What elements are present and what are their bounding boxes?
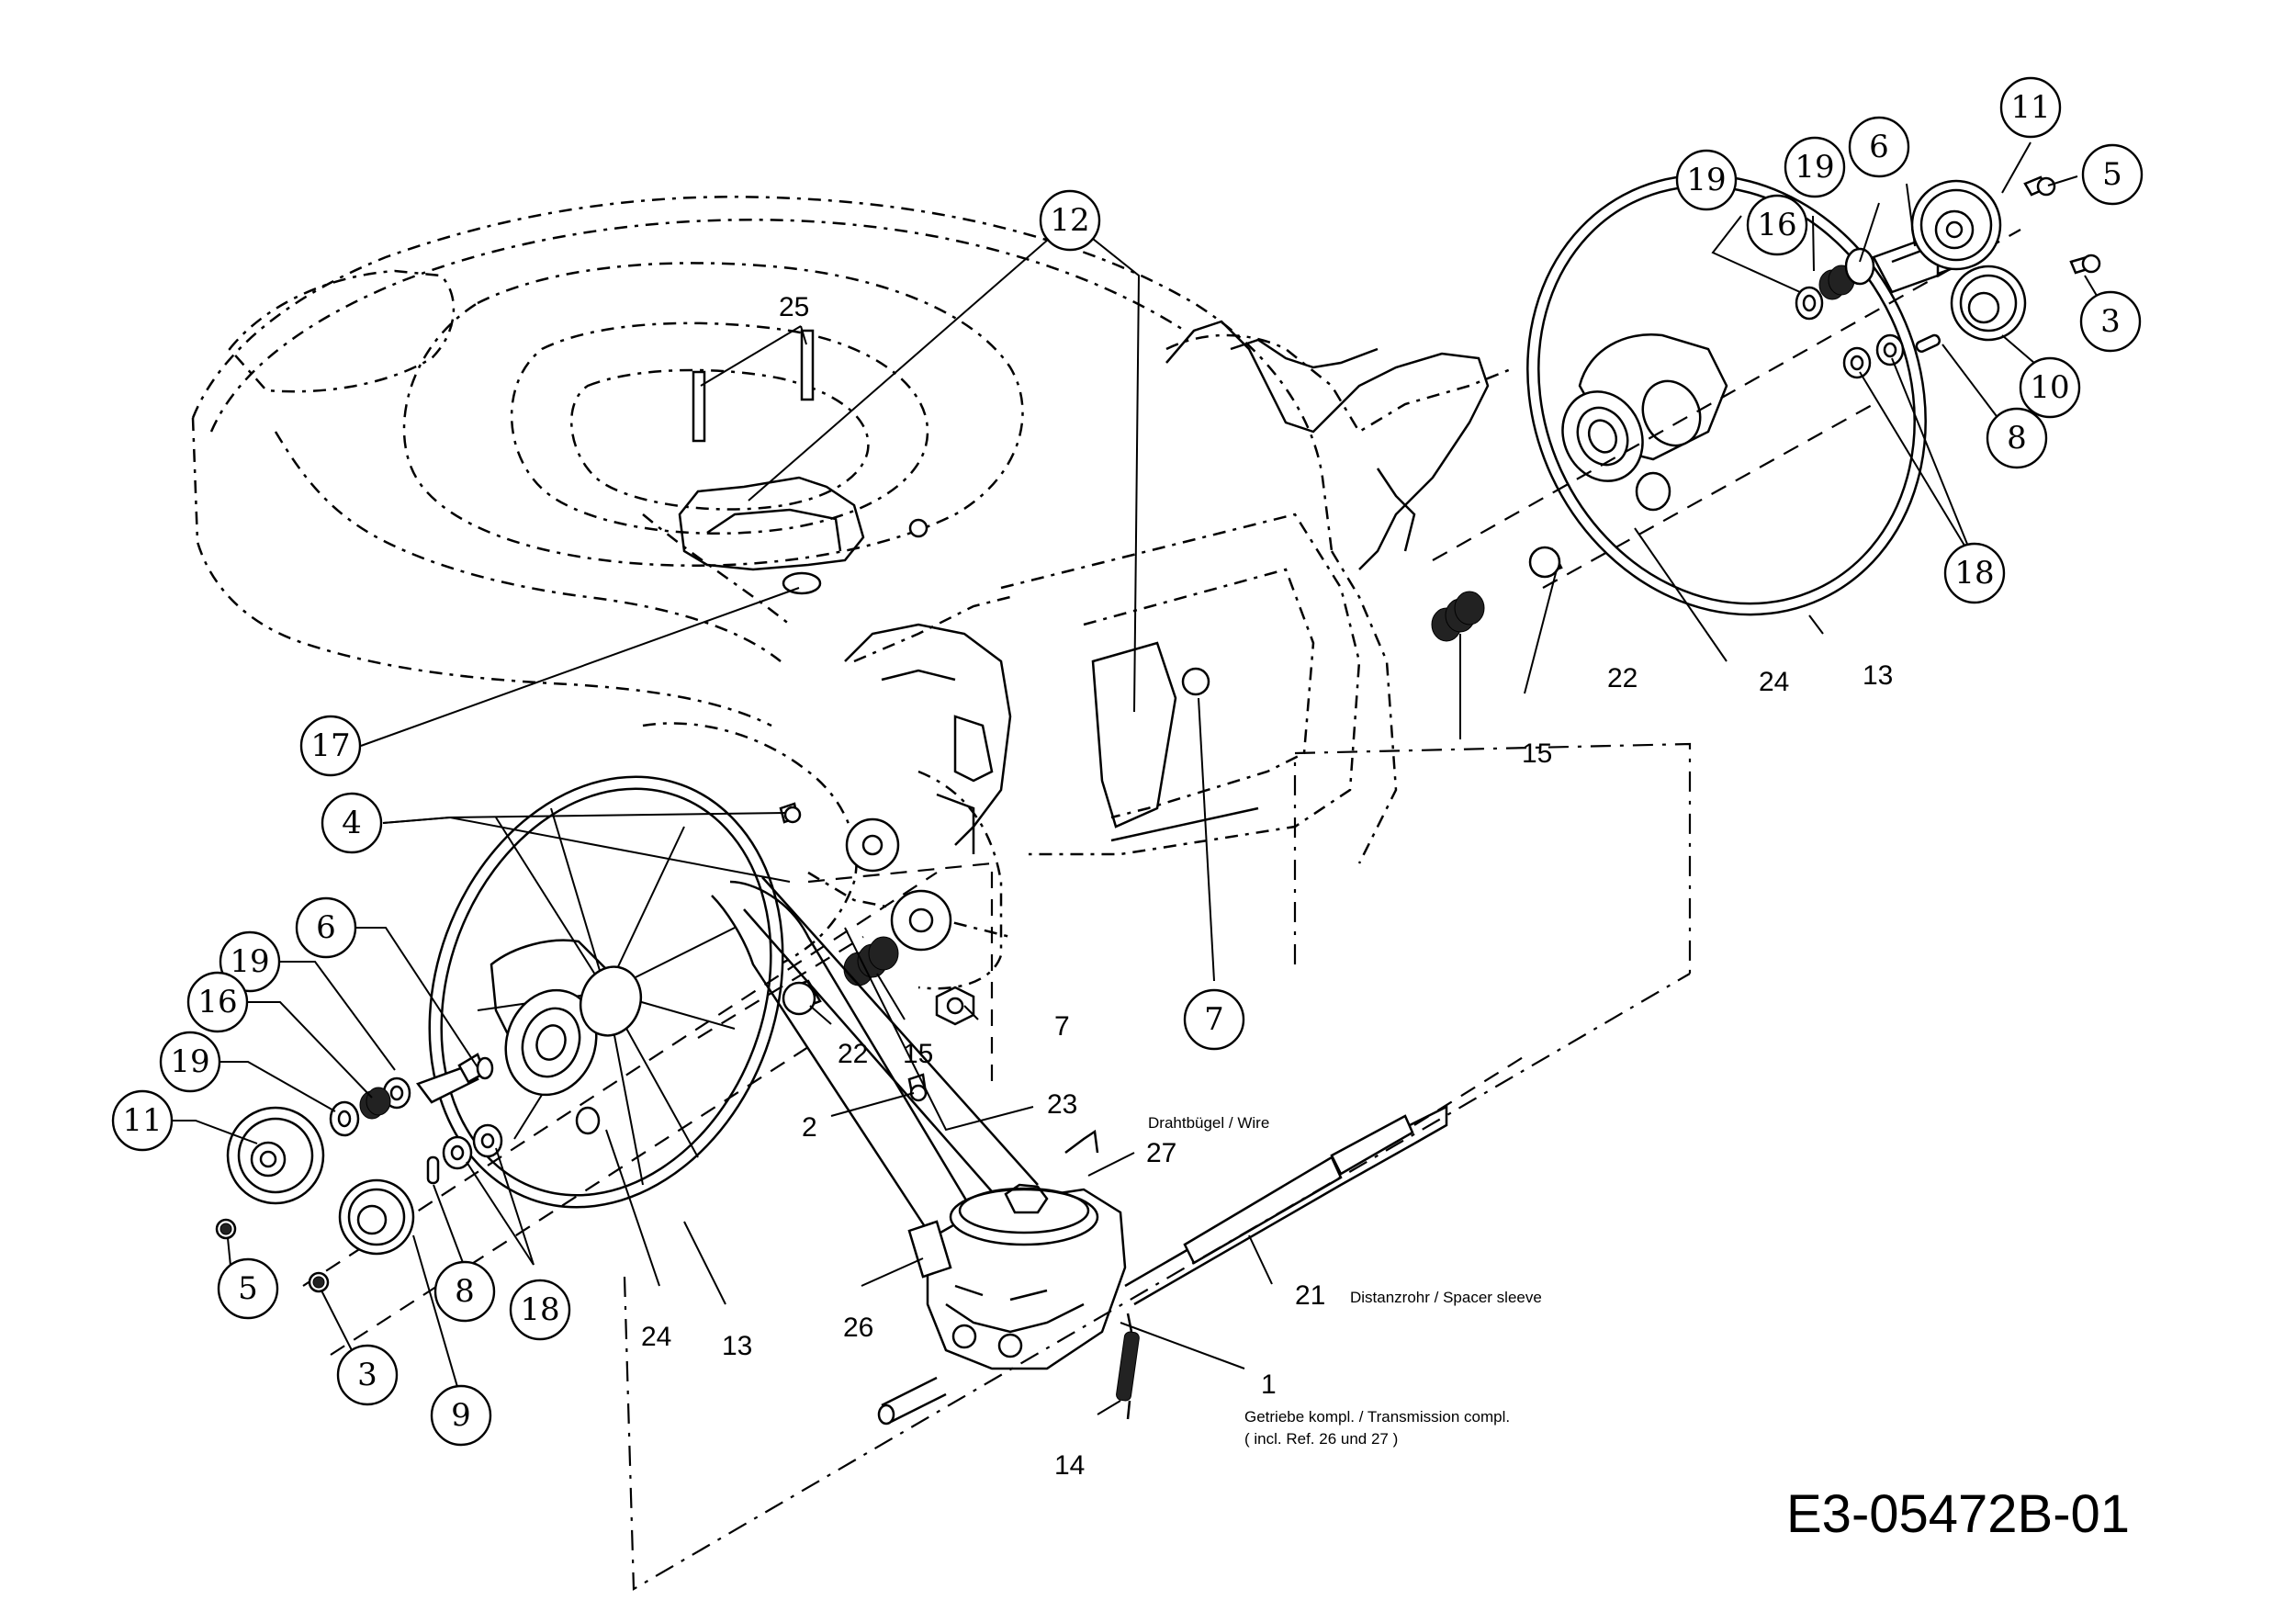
callout-11-right: 11 bbox=[1999, 76, 2062, 139]
svg-text:3: 3 bbox=[357, 1357, 377, 1393]
callout-3-left: 3 bbox=[336, 1344, 399, 1406]
mower-deck bbox=[191, 196, 1516, 990]
callout-13-right: 13 bbox=[1863, 660, 1893, 691]
spring-16-left bbox=[359, 1087, 391, 1120]
leader-lines bbox=[172, 141, 2111, 1415]
callout-24-right: 24 bbox=[1759, 667, 1789, 697]
callout-24-left: 24 bbox=[641, 1322, 671, 1352]
left-axle-parts bbox=[215, 802, 994, 1356]
svg-text:19: 19 bbox=[1686, 162, 1726, 198]
svg-text:10: 10 bbox=[2030, 369, 2069, 406]
svg-text:5: 5 bbox=[238, 1270, 258, 1307]
svg-text:19: 19 bbox=[230, 943, 269, 980]
callout-23: 23 bbox=[1047, 1089, 1077, 1120]
callout-26: 26 bbox=[843, 1313, 873, 1343]
svg-text:6: 6 bbox=[316, 909, 336, 946]
callout-18-left: 18 bbox=[509, 1279, 571, 1341]
callout-18-right: 18 bbox=[1943, 542, 2006, 604]
callout-22-right: 22 bbox=[1607, 663, 1638, 693]
spring-14 bbox=[1116, 1313, 1140, 1420]
callout-2: 2 bbox=[802, 1112, 817, 1143]
svg-text:17: 17 bbox=[310, 727, 350, 764]
callout-15-left: 15 bbox=[903, 1039, 933, 1069]
svg-text:19: 19 bbox=[1795, 149, 1834, 186]
transmission-description-line2: ( incl. Ref. 26 und 27 ) bbox=[1244, 1430, 1398, 1448]
gear-11-left bbox=[226, 1106, 325, 1205]
drive-belt bbox=[711, 876, 1099, 1232]
callout-4: 4 bbox=[321, 792, 383, 854]
svg-text:12: 12 bbox=[1050, 202, 1089, 239]
svg-text:9: 9 bbox=[451, 1397, 471, 1434]
callout-13-left: 13 bbox=[722, 1331, 752, 1361]
callout-19-left-top: 19 bbox=[219, 930, 281, 993]
callout-12: 12 bbox=[1039, 189, 1101, 252]
drawing-id: E3-05472B-01 bbox=[1786, 1484, 2130, 1544]
svg-text:18: 18 bbox=[1954, 555, 1994, 592]
svg-text:8: 8 bbox=[2007, 420, 2027, 456]
svg-text:8: 8 bbox=[455, 1273, 475, 1310]
svg-text:11: 11 bbox=[122, 1102, 162, 1139]
gear-11-right bbox=[1910, 179, 2002, 271]
callout-7-center: 7 bbox=[1183, 988, 1245, 1051]
svg-text:11: 11 bbox=[2010, 89, 2050, 126]
callout-16-left: 16 bbox=[186, 971, 249, 1033]
callout-22-left: 22 bbox=[838, 1039, 868, 1069]
callout-8-left: 8 bbox=[433, 1260, 496, 1323]
svg-text:5: 5 bbox=[2102, 156, 2122, 193]
transmission bbox=[877, 1055, 1525, 1426]
callout-5-left: 5 bbox=[217, 1257, 279, 1320]
svg-text:16: 16 bbox=[197, 984, 237, 1020]
callout-6-left: 6 bbox=[295, 896, 357, 959]
callout-1: 1 bbox=[1261, 1369, 1277, 1400]
callout-3-right: 3 bbox=[2079, 290, 2142, 353]
callout-19-right-b: 19 bbox=[1784, 136, 1846, 198]
callout-15-right: 15 bbox=[1522, 738, 1552, 769]
gear-10 bbox=[1950, 265, 2027, 342]
callout-14: 14 bbox=[1054, 1450, 1085, 1481]
callout-21: 21 bbox=[1295, 1280, 1325, 1311]
callout-11-left: 11 bbox=[111, 1089, 174, 1152]
callout-8-right: 8 bbox=[1986, 407, 2048, 469]
callout-25: 25 bbox=[779, 292, 809, 322]
svg-text:6: 6 bbox=[1869, 129, 1889, 165]
callout-19-right-a: 19 bbox=[1675, 149, 1738, 211]
spring-15-right bbox=[1431, 591, 1485, 642]
svg-text:7: 7 bbox=[1204, 1001, 1224, 1038]
svg-text:4: 4 bbox=[342, 805, 362, 841]
callout-16-right: 16 bbox=[1746, 194, 1808, 256]
callout-5-right: 5 bbox=[2081, 143, 2144, 206]
gear-9 bbox=[338, 1178, 415, 1256]
spacer-description: Distanzrohr / Spacer sleeve bbox=[1350, 1289, 1542, 1306]
construction-lines bbox=[623, 742, 1692, 1591]
left-wheel bbox=[428, 775, 784, 1209]
callout-9: 9 bbox=[430, 1384, 492, 1447]
svg-text:18: 18 bbox=[520, 1291, 559, 1328]
svg-text:19: 19 bbox=[170, 1043, 209, 1080]
callout-27: 27 bbox=[1146, 1138, 1176, 1168]
callout-6-right: 6 bbox=[1848, 116, 1910, 178]
callout-7-left: 7 bbox=[1054, 1011, 1070, 1042]
svg-text:3: 3 bbox=[2100, 303, 2121, 340]
right-axle-parts bbox=[1431, 175, 2101, 642]
callout-17: 17 bbox=[299, 715, 362, 777]
wire-description: Drahtbügel / Wire bbox=[1148, 1114, 1269, 1132]
svg-text:16: 16 bbox=[1757, 207, 1796, 243]
callout-10: 10 bbox=[2019, 356, 2081, 419]
callout-19-left-bottom: 19 bbox=[159, 1031, 221, 1093]
transmission-description-line1: Getriebe kompl. / Transmission compl. bbox=[1244, 1408, 1510, 1426]
